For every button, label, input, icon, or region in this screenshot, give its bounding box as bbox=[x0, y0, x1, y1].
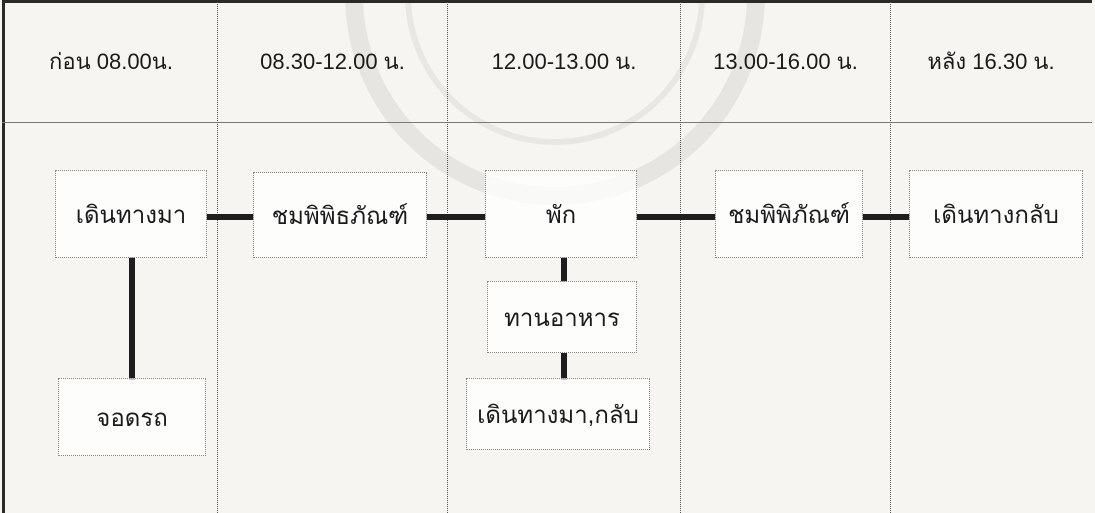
activity-museum-afternoon: ชมพิพิภัณฑ์ bbox=[715, 170, 863, 258]
activity-museum-morning: ชมพิพิธภัณฑ์ bbox=[253, 172, 427, 258]
time-slot-1200-1300: 12.00-13.00 น. bbox=[491, 48, 637, 74]
activity-commute: เดินทางมา,กลับ bbox=[466, 378, 650, 450]
connector-rest-to-eat bbox=[561, 257, 567, 282]
time-slot-after-1630: หลัง 16.30 น. bbox=[927, 48, 1055, 74]
time-slot-1300-1600: 13.00-16.00 น. bbox=[713, 48, 858, 74]
activity-depart: เดินทางกลับ bbox=[909, 170, 1083, 258]
frame-left-border bbox=[2, 0, 5, 513]
column-divider bbox=[680, 2, 681, 513]
connector-arrive-to-museum bbox=[206, 214, 254, 220]
column-divider bbox=[447, 2, 448, 513]
connector-rest-to-museum bbox=[636, 214, 716, 220]
activity-parking: จอดรถ bbox=[58, 378, 206, 456]
activity-arrive: เดินทางมา bbox=[55, 170, 207, 258]
column-divider bbox=[217, 2, 218, 513]
connector-eat-to-commute bbox=[561, 353, 567, 380]
connector-museum-to-rest bbox=[426, 214, 486, 220]
column-divider bbox=[890, 2, 891, 513]
time-slot-before-0800: ก่อน 08.00น. bbox=[49, 48, 173, 74]
activity-eat: ทานอาหาร bbox=[487, 281, 637, 353]
time-slot-0830-1200: 08.30-12.00 น. bbox=[260, 48, 405, 74]
activity-rest: พัก bbox=[485, 170, 637, 258]
connector-arrive-to-parking bbox=[129, 257, 135, 380]
connector-museum-to-depart bbox=[862, 214, 910, 220]
frame-top-border bbox=[2, 0, 1092, 3]
header-divider bbox=[2, 122, 1092, 123]
